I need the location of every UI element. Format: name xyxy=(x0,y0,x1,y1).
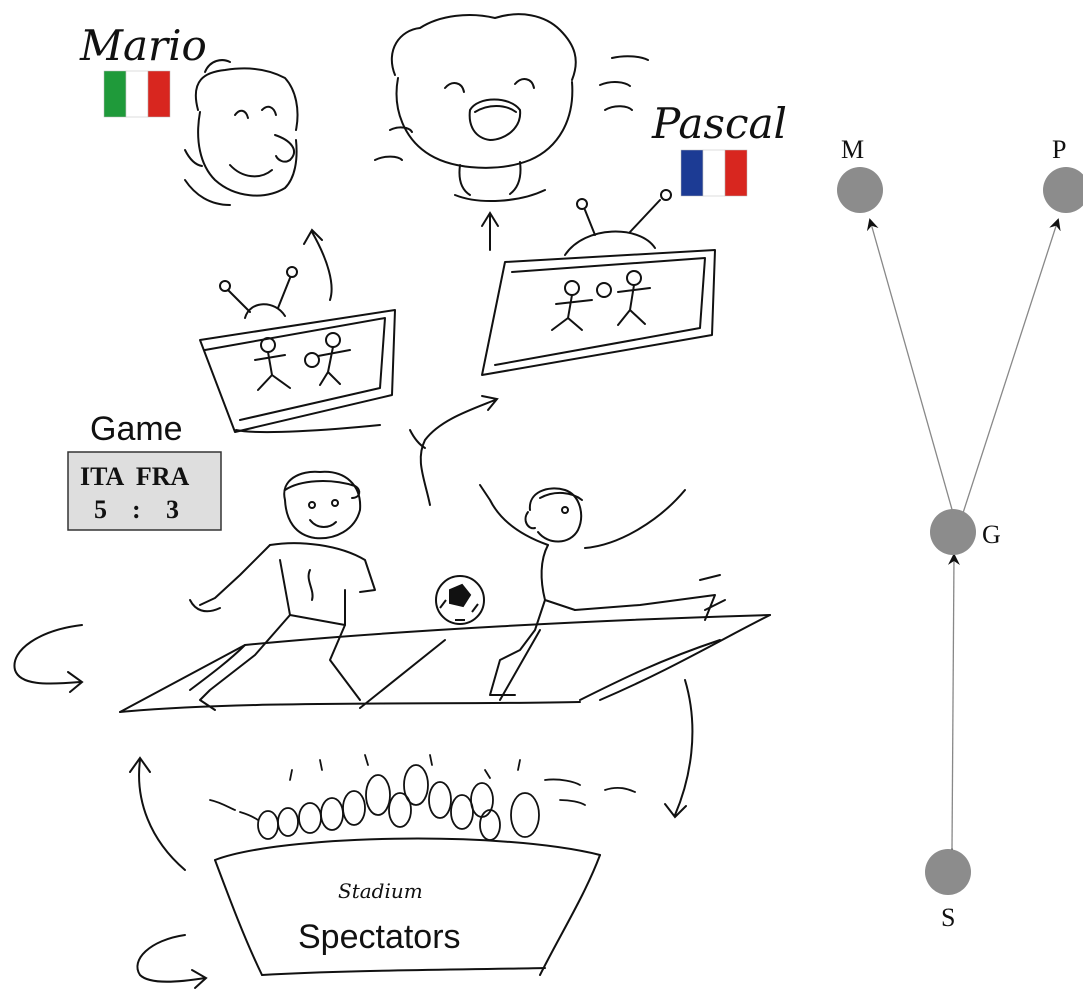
scoreboard-score-away: 3 xyxy=(166,495,179,524)
right-tv-sketch xyxy=(481,189,716,376)
node-p xyxy=(1043,167,1083,213)
crowd-sketch xyxy=(209,754,636,841)
mario-name-label: Mario xyxy=(79,21,207,70)
spectators-label: Spectators xyxy=(298,918,461,956)
french-player-sketch xyxy=(479,484,726,696)
mario-face-sketch xyxy=(184,59,299,206)
loop-arrow-icon xyxy=(13,624,84,693)
scoreboard: ITA FRA 5 : 3 xyxy=(67,451,222,531)
scoreboard-score-home: 5 xyxy=(94,495,107,524)
edge-s-to-g xyxy=(945,553,960,861)
edge-g-to-p xyxy=(962,218,1061,514)
node-m-label: M xyxy=(841,135,864,164)
causal-graph: M P G S xyxy=(837,135,1083,932)
edge-g-to-m xyxy=(866,218,954,514)
node-m xyxy=(837,167,883,213)
football-pitch-sketch xyxy=(119,614,771,713)
scoreboard-teams: ITA FRA xyxy=(80,462,190,491)
node-g xyxy=(930,509,976,555)
pascal-name-label: Pascal xyxy=(651,99,787,148)
scoreboard-separator: : xyxy=(132,495,141,524)
game-title: Game xyxy=(90,410,183,448)
stadium-pitch-arrows xyxy=(129,679,694,871)
stadium-handwritten-label: Stadium xyxy=(338,879,423,903)
loop-arrow-bottom-icon xyxy=(136,934,208,989)
node-s-label: S xyxy=(941,903,955,932)
node-g-label: G xyxy=(982,520,1001,549)
stadium-sketch xyxy=(214,837,601,976)
italian-player-sketch xyxy=(189,470,376,711)
left-tv-sketch xyxy=(199,266,396,434)
node-p-label: P xyxy=(1052,135,1066,164)
node-s xyxy=(925,849,971,895)
screaming-fan-sketch xyxy=(374,13,649,203)
football-icon xyxy=(435,575,485,625)
broadcast-arrow xyxy=(409,395,499,506)
france-flag-icon xyxy=(680,149,748,197)
viewer-arrows xyxy=(303,211,499,301)
italy-flag-icon xyxy=(103,70,171,118)
